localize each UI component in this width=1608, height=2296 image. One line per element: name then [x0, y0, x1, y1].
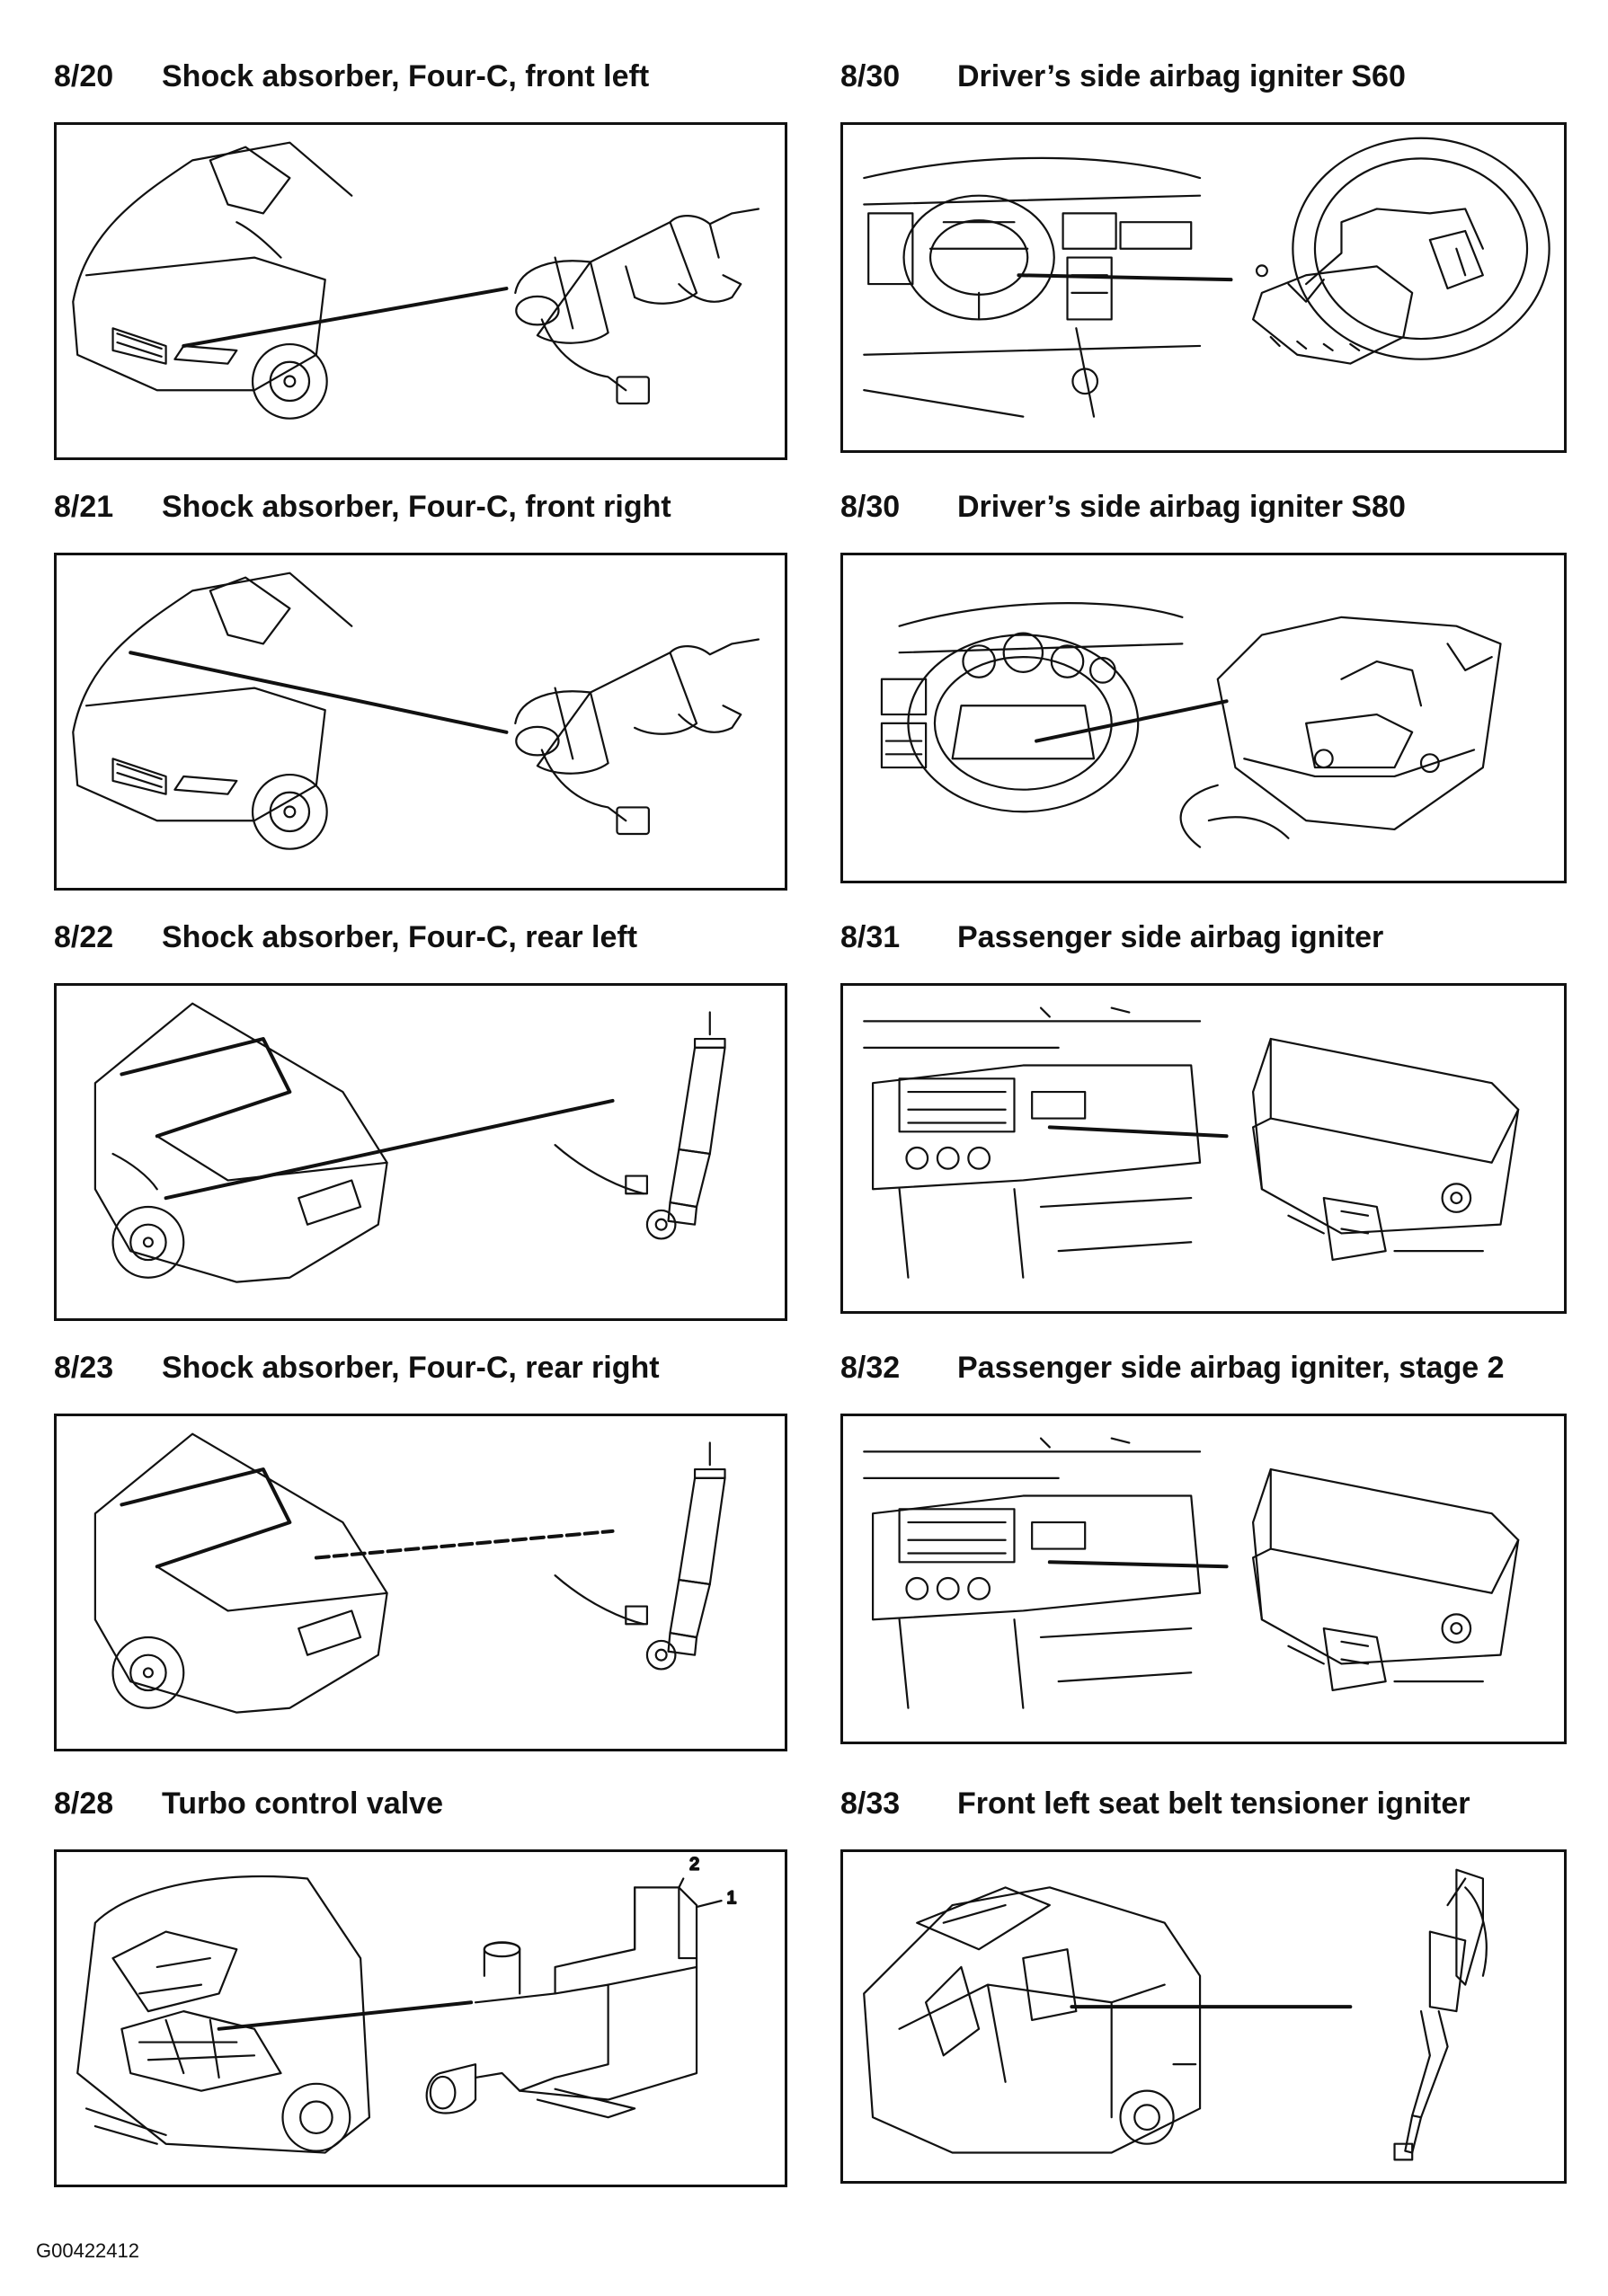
section-title: Shock absorber, Four-C, rear left	[162, 920, 638, 954]
section-title: Passenger side airbag igniter	[957, 920, 1384, 954]
illustration-driver-airbag-s80	[840, 553, 1567, 883]
illustration-passenger-airbag-stage-2	[840, 1414, 1567, 1744]
section-code: 8/22	[54, 920, 114, 954]
section-code: 8/23	[54, 1351, 114, 1385]
section-title: Driver’s side airbag igniter S60	[957, 59, 1406, 93]
section-title: Shock absorber, Four-C, front right	[162, 490, 671, 524]
illustration-rear-right-shock	[54, 1414, 787, 1751]
section-title: Passenger side airbag igniter, stage 2	[957, 1351, 1505, 1385]
callout-2: 2	[689, 1855, 699, 1875]
section-title: Shock absorber, Four-C, front left	[162, 59, 650, 93]
section-title: Turbo control valve	[162, 1786, 443, 1821]
section-title: Front left seat belt tensioner igniter	[957, 1786, 1470, 1821]
illustration-driver-airbag-s60	[840, 122, 1567, 453]
section-code: 8/31	[840, 920, 901, 954]
illustration-front-left-shock	[54, 122, 787, 460]
illustration-seat-belt-tensioner	[840, 1849, 1567, 2184]
section-title: Shock absorber, Four-C, rear right	[162, 1351, 660, 1385]
section-code: 8/30	[840, 490, 901, 524]
section-code: 8/21	[54, 490, 114, 524]
callout-1: 1	[726, 1888, 736, 1908]
figure-reference: G00422412	[36, 2239, 139, 2262]
illustration-turbo-control-valve: 2 1	[54, 1849, 787, 2187]
section-code: 8/32	[840, 1351, 901, 1385]
section-code: 8/20	[54, 59, 114, 93]
section-code: 8/30	[840, 59, 901, 93]
illustration-passenger-airbag	[840, 983, 1567, 1314]
illustration-rear-left-shock	[54, 983, 787, 1321]
section-code: 8/28	[54, 1786, 114, 1821]
illustration-front-right-shock	[54, 553, 787, 891]
section-title: Driver’s side airbag igniter S80	[957, 490, 1406, 524]
section-code: 8/33	[840, 1786, 901, 1821]
